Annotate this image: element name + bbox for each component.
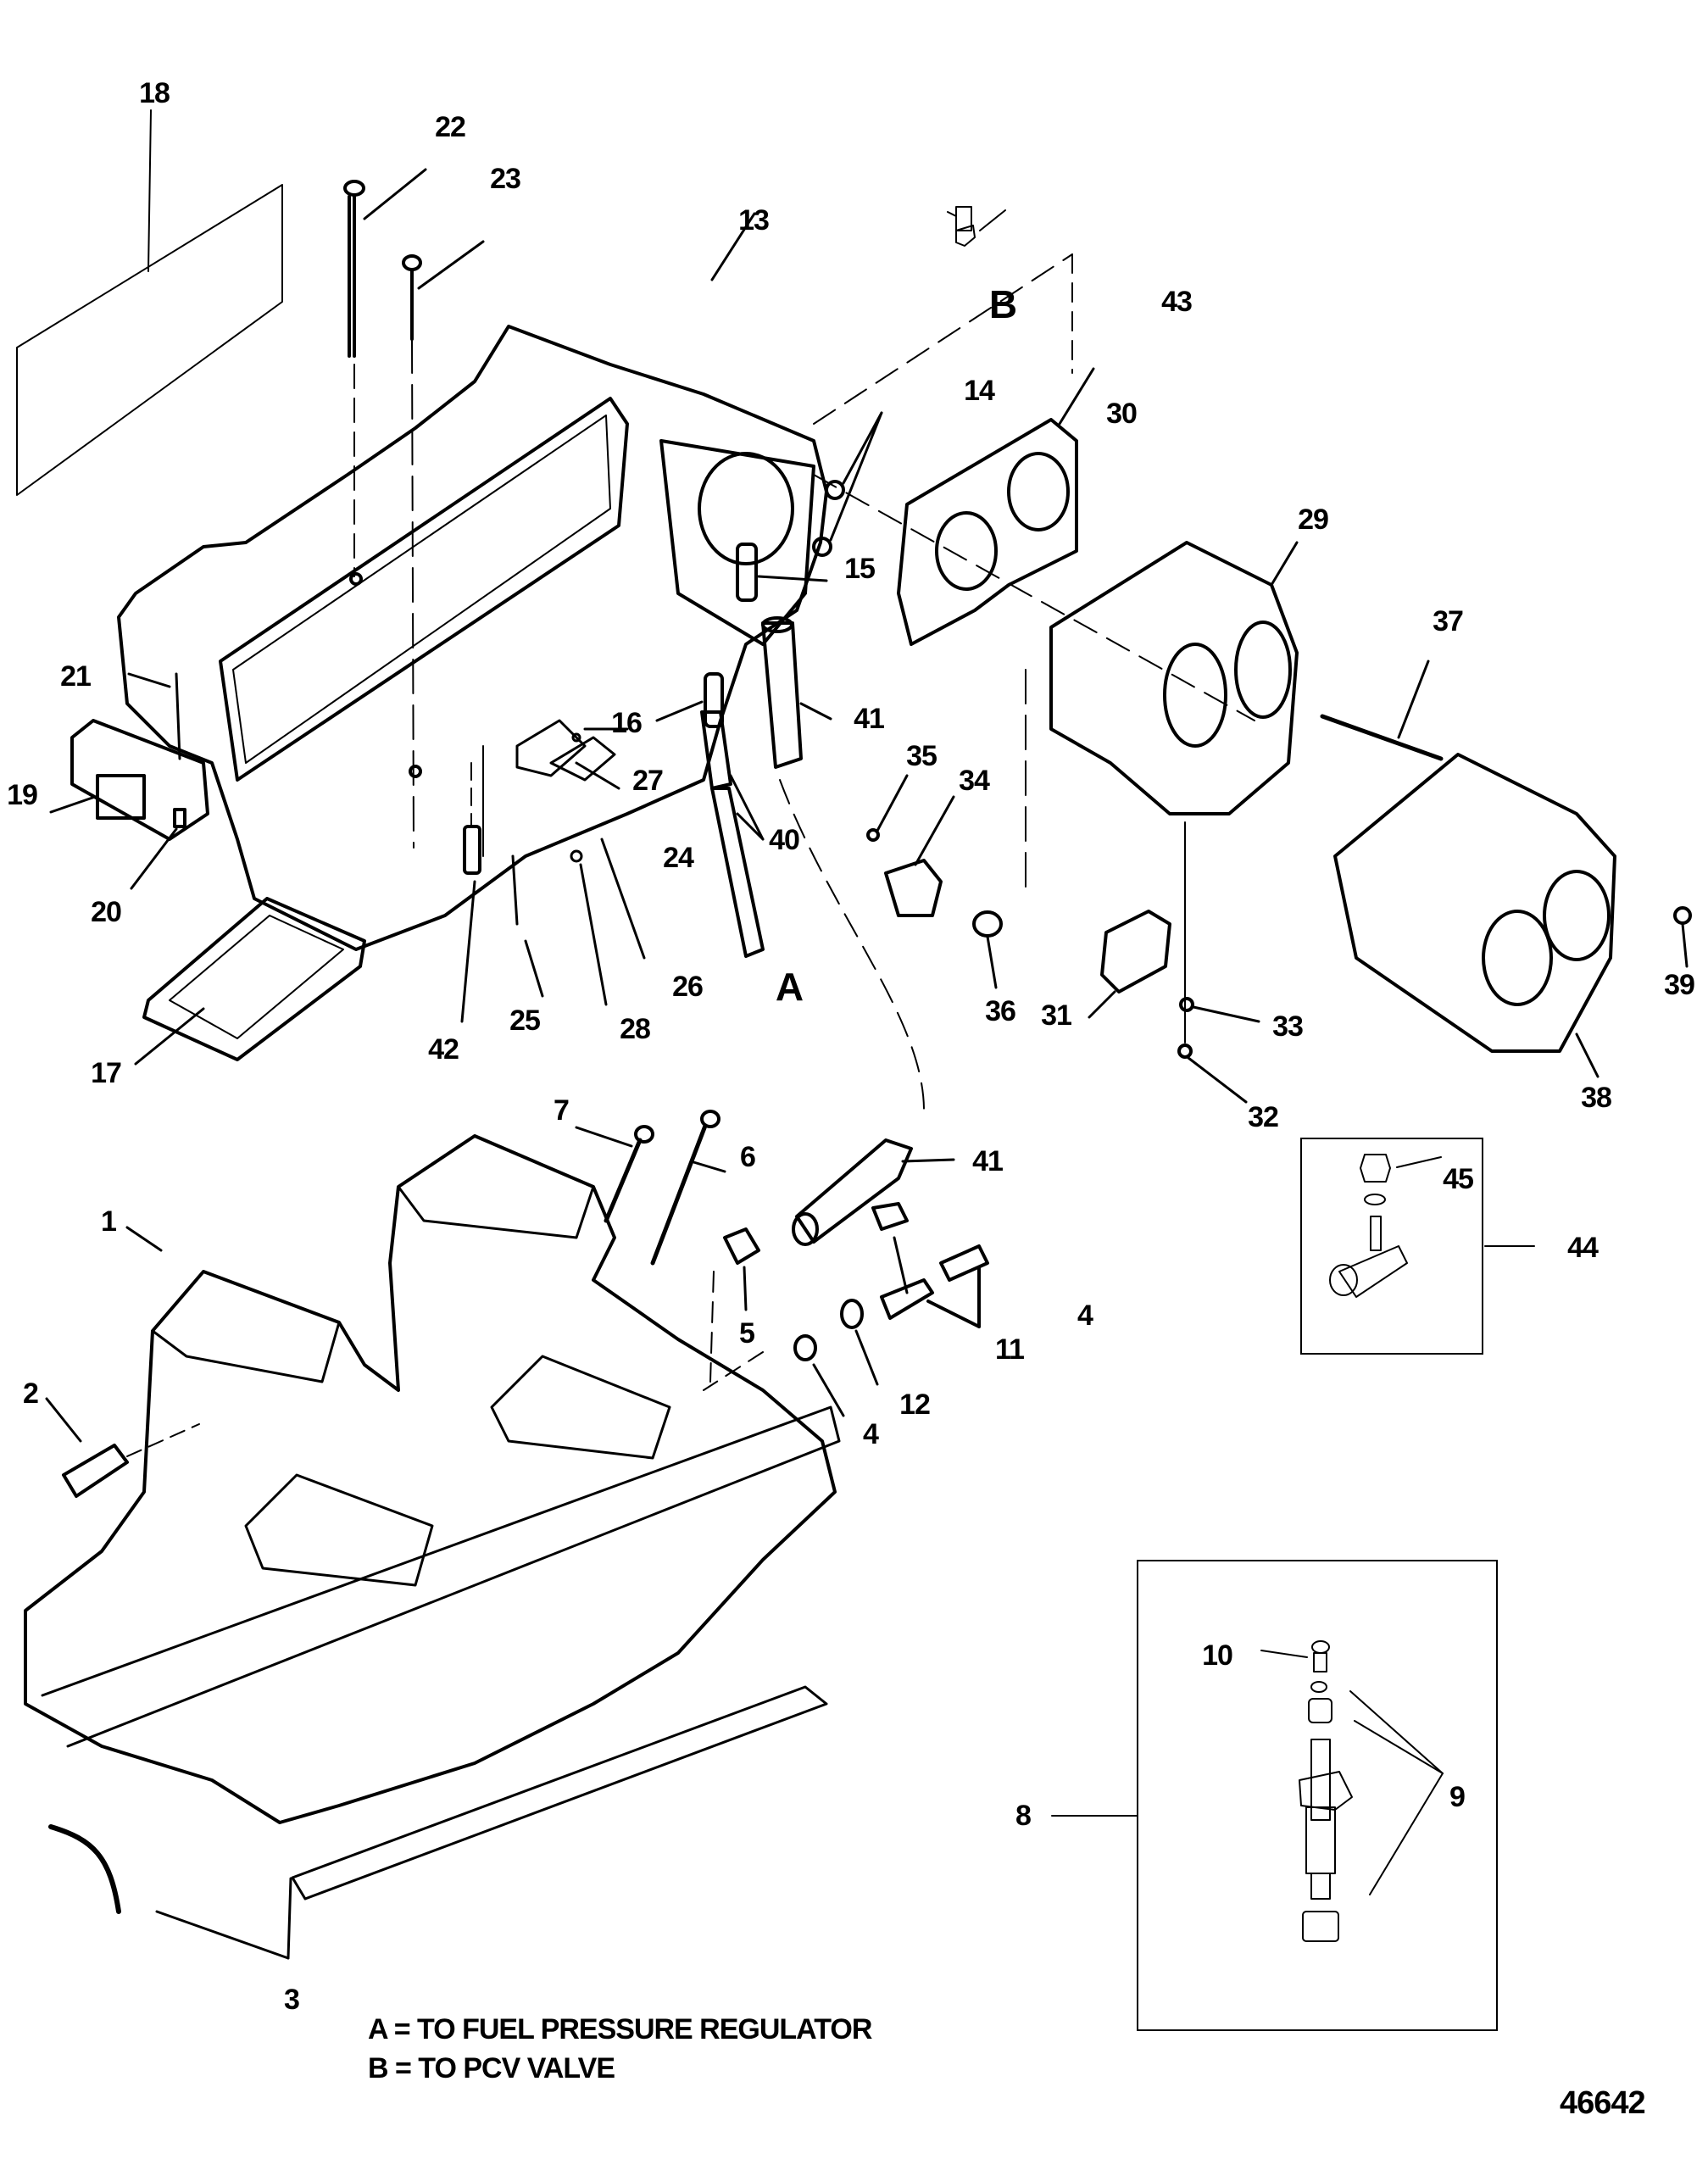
callout-35: 35 <box>906 740 937 772</box>
callout-10: 10 <box>1202 1639 1233 1672</box>
bracket-set-drawing <box>482 719 646 1006</box>
callout-30: 30 <box>1106 398 1138 430</box>
flame-arrestor-drawing <box>1333 753 1692 1078</box>
sensor-42-drawing <box>460 762 481 1023</box>
callout-5: 5 <box>739 1317 755 1350</box>
legend-b: B = TO PCV VALVE <box>368 2052 615 2084</box>
callout-4-lower: 4 <box>863 1418 879 1450</box>
map-sensor-drawing <box>49 672 209 890</box>
bolts-22-23-drawing <box>343 168 485 849</box>
figure-number: 46642 <box>1560 2085 1646 2121</box>
callout-22: 22 <box>435 111 466 143</box>
callout-36: 36 <box>985 995 1016 1027</box>
bolts-6-7-drawing <box>575 1110 726 1266</box>
callout-23: 23 <box>490 163 521 195</box>
callout-2: 2 <box>23 1377 39 1410</box>
callout-38: 38 <box>1581 1082 1612 1114</box>
throttle-body-drawing <box>1025 541 1299 899</box>
tps-drawing <box>1088 821 1260 1104</box>
manifold-gasket-drawing <box>48 1685 828 1960</box>
callout-8: 8 <box>1015 1800 1032 1832</box>
callout-42: 42 <box>428 1033 459 1066</box>
plugs-drawing <box>812 411 883 557</box>
inset-box-fitting-kit <box>1300 1138 1483 1355</box>
callout-4-right: 4 <box>1077 1300 1093 1332</box>
callout-13: 13 <box>738 204 770 237</box>
decal-drawing <box>16 109 283 496</box>
callout-15: 15 <box>844 553 876 585</box>
callout-43: 43 <box>1161 286 1193 318</box>
callout-17: 17 <box>91 1057 122 1089</box>
callout-9: 9 <box>1449 1781 1466 1813</box>
callout-3: 3 <box>284 1984 300 2016</box>
iac-drawing <box>866 774 1003 989</box>
callout-45: 45 <box>1443 1163 1474 1195</box>
callout-7: 7 <box>554 1094 570 1127</box>
fuel-injector-drawing <box>1051 1640 1444 1942</box>
plenum-drawing <box>117 212 1255 951</box>
callout-26: 26 <box>672 971 704 1003</box>
callout-39: 39 <box>1664 969 1695 1001</box>
plenum-gasket-drawing <box>134 897 366 1066</box>
fitting-kit-drawing <box>1329 1154 1535 1298</box>
callout-24: 24 <box>663 842 694 874</box>
hoses-40-drawing <box>700 710 765 958</box>
callout-12: 12 <box>899 1389 931 1421</box>
connection-marker-a: A <box>775 965 804 1009</box>
callout-31: 31 <box>1041 999 1072 1032</box>
throttle-body-gasket-drawing <box>897 367 1095 646</box>
callout-19: 19 <box>7 779 38 811</box>
callout-29: 29 <box>1298 504 1329 536</box>
callout-11: 11 <box>995 1333 1025 1366</box>
intake-manifold-drawing <box>24 1134 841 1824</box>
inset-box-fuel-injector <box>1137 1560 1498 2031</box>
callout-21: 21 <box>60 660 92 693</box>
callout-34: 34 <box>959 765 990 797</box>
sender-drawing <box>45 1397 200 1498</box>
callout-41-upper: 41 <box>854 703 885 735</box>
callout-27: 27 <box>632 765 664 797</box>
callout-16: 16 <box>611 707 643 739</box>
stud-drawing <box>1320 660 1444 761</box>
callout-41-lower: 41 <box>972 1145 1004 1177</box>
small-fittings-drawing <box>703 1202 989 1417</box>
callout-14: 14 <box>964 375 995 407</box>
elbow-fitting-drawing <box>947 206 1006 247</box>
callout-28: 28 <box>620 1013 651 1045</box>
callout-37: 37 <box>1433 605 1464 637</box>
callout-20: 20 <box>91 896 122 928</box>
callout-32: 32 <box>1248 1101 1279 1133</box>
callout-44: 44 <box>1567 1232 1599 1264</box>
connection-marker-b: B <box>988 282 1017 326</box>
callout-33: 33 <box>1272 1010 1304 1043</box>
legend-a: A = TO FUEL PRESSURE REGULATOR <box>368 2013 872 2045</box>
hose-lower-drawing <box>792 1138 955 1246</box>
callout-6: 6 <box>740 1141 756 1173</box>
callout-25: 25 <box>509 1005 541 1037</box>
hose-upper-drawing <box>761 616 925 1111</box>
callout-1: 1 <box>101 1205 117 1238</box>
callout-40: 40 <box>769 824 800 856</box>
callout-18: 18 <box>139 77 170 109</box>
fittings-15-16-drawing <box>655 543 828 728</box>
